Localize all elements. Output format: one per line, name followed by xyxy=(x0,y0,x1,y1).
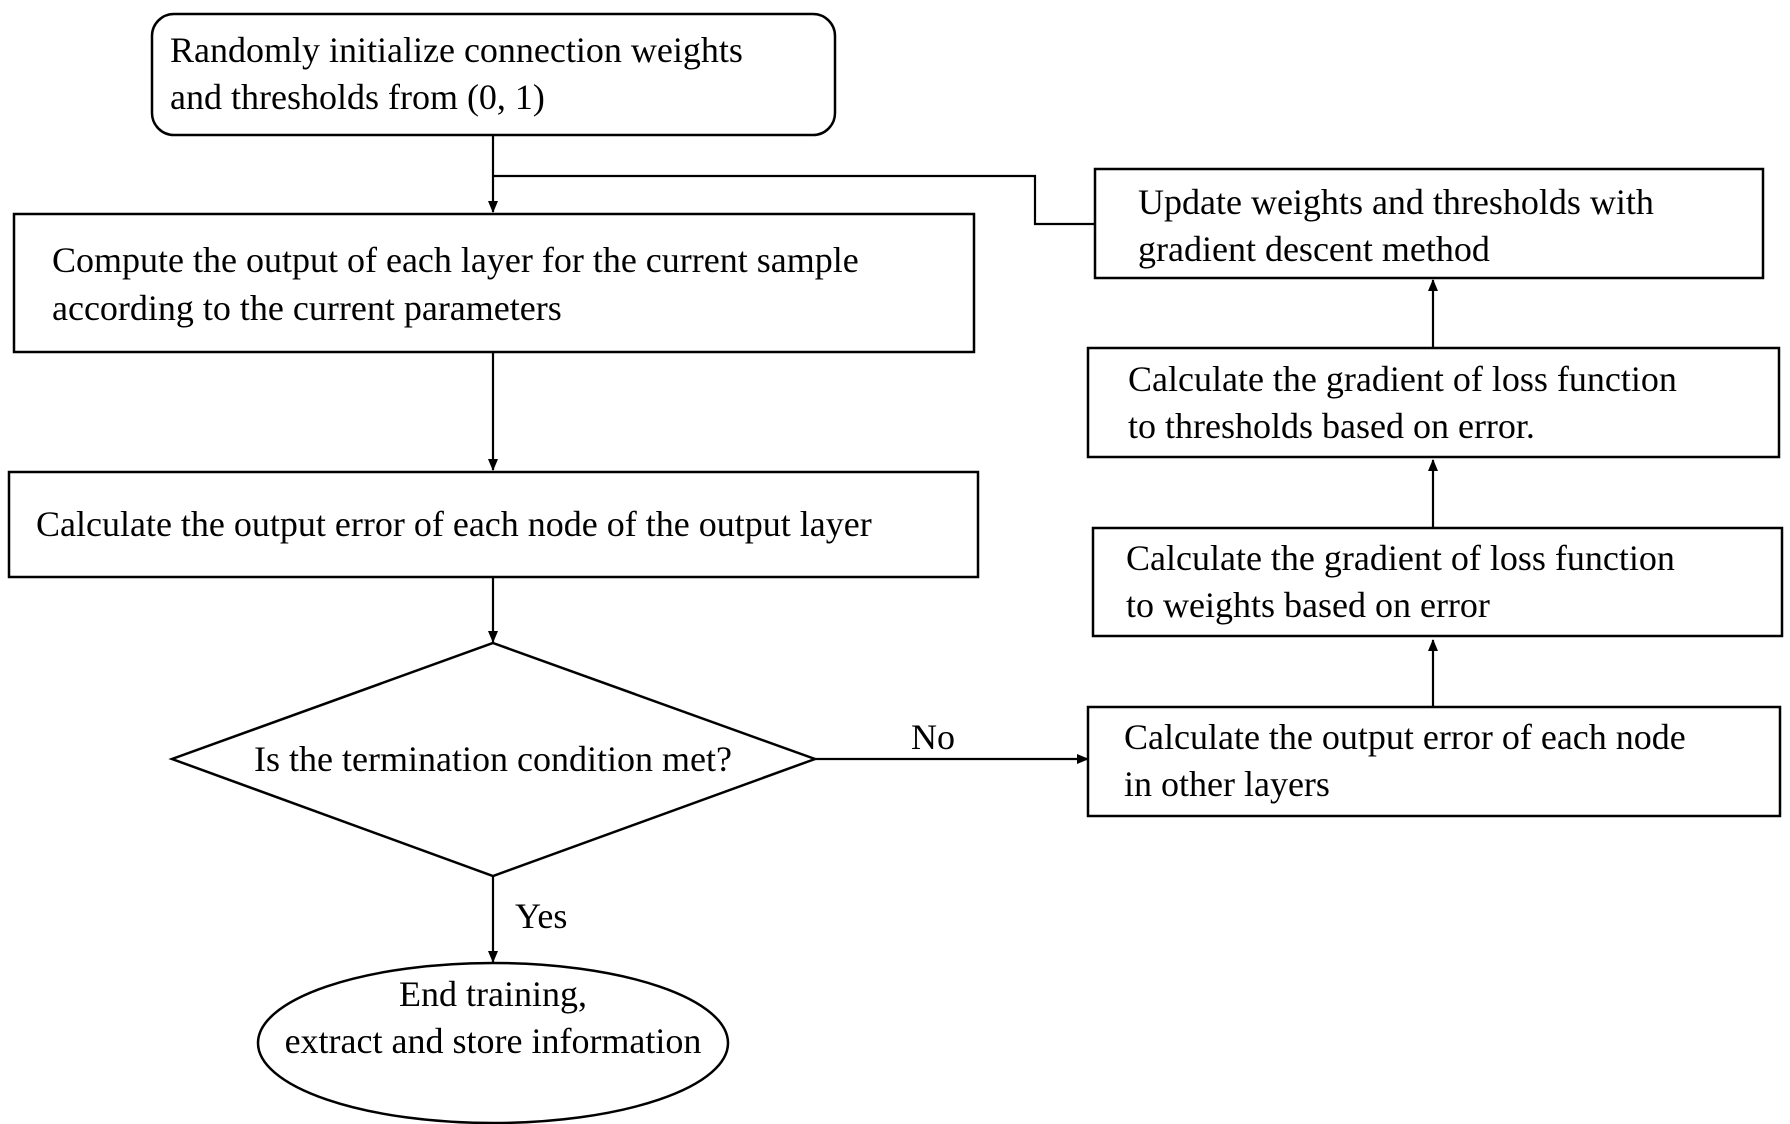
edge-label-no: No xyxy=(911,717,955,757)
node-other-error-line1: Calculate the output error of each node xyxy=(1124,717,1686,757)
node-grad-thresholds-line1: Calculate the gradient of loss function xyxy=(1128,359,1677,399)
node-output-error-line1: Calculate the output error of each node … xyxy=(36,504,872,544)
node-end-line2: extract and store information xyxy=(285,1021,702,1061)
node-init: Randomly initialize connection weights a… xyxy=(150,12,837,137)
node-end-line1: End training, xyxy=(399,974,587,1014)
node-grad-weights: Calculate the gradient of loss function … xyxy=(1091,526,1784,638)
node-init-line2: and thresholds from (0, 1) xyxy=(170,77,545,117)
node-update-shape xyxy=(1093,167,1765,280)
node-init-shape xyxy=(150,12,837,137)
node-decision: Is the termination condition met? xyxy=(168,641,819,878)
node-other-error-line2: in other layers xyxy=(1124,764,1330,804)
node-decision-shape xyxy=(168,641,819,878)
edge-label-yes: Yes xyxy=(515,896,567,936)
node-compute: Compute the output of each layer for the… xyxy=(12,212,976,354)
edge-update-to-compute-loop xyxy=(493,174,1095,226)
node-grad-weights-shape xyxy=(1091,526,1784,638)
node-output-error: Calculate the output error of each node … xyxy=(7,470,980,579)
node-compute-shape xyxy=(12,212,976,354)
node-compute-line1: Compute the output of each layer for the… xyxy=(52,240,859,280)
node-other-error-shape xyxy=(1086,705,1782,818)
node-update-line2: gradient descent method xyxy=(1138,229,1490,269)
node-end: End training, extract and store informat… xyxy=(256,961,730,1124)
edges xyxy=(488,135,1438,963)
node-decision-line1: Is the termination condition met? xyxy=(254,739,732,779)
node-end-shape xyxy=(256,961,730,1124)
node-update-line1: Update weights and thresholds with xyxy=(1138,182,1654,222)
node-compute-line2: according to the current parameters xyxy=(52,288,562,328)
node-grad-weights-line2: to weights based on error xyxy=(1126,585,1490,625)
node-grad-weights-line1: Calculate the gradient of loss function xyxy=(1126,538,1675,578)
node-other-error: Calculate the output error of each node … xyxy=(1086,705,1782,818)
node-grad-thresholds: Calculate the gradient of loss function … xyxy=(1086,346,1781,459)
node-output-error-shape xyxy=(7,470,980,579)
node-grad-thresholds-line2: to thresholds based on error. xyxy=(1128,406,1535,446)
node-init-line1: Randomly initialize connection weights xyxy=(170,30,743,70)
node-update: Update weights and thresholds with gradi… xyxy=(1093,167,1765,280)
node-grad-thresholds-shape xyxy=(1086,346,1781,459)
